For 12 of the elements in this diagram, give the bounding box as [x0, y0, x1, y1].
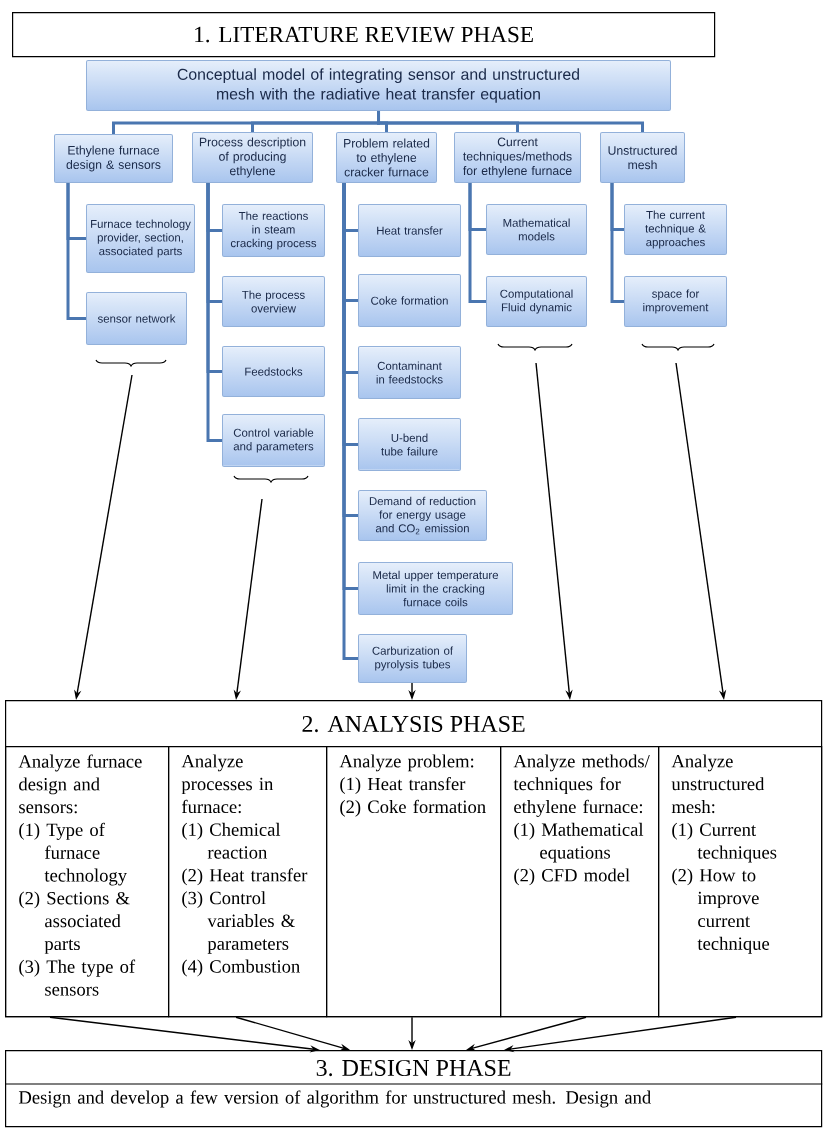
table-cell: Analyze processes in furnace: (1) Chemical reaction (2) Heat transfer (3) Control variables & parameters (4) Combustion [168, 746, 328, 1018]
connector-line [66, 183, 86, 320]
table-cell: Analyze problem: (1) Heat transfer (2) Coke formation [326, 746, 502, 1018]
phase-panel: 3. DESIGN PHASE Design and develop a few version of algorithm for unstructured mesh. Design and [4, 1050, 823, 1128]
connector-line [377, 111, 644, 132]
connector-line [610, 183, 624, 303]
table-cell: Analyze unstructured mesh: (1) Current techniques (2) How to improve current technique [658, 746, 823, 1018]
table-cell: Analyze methods/ techniques for ethylene furnace: (1) Mathematical equations (2) CFD model [500, 746, 660, 1018]
table-cell: Analyze furnace design and sensors: (1) Type of furnace technology (2) Sections & associated parts (3) The type of sensors [5, 746, 170, 1018]
connector-line [468, 183, 486, 303]
phase-title-box: 1. LITERATURE REVIEW PHASE [12, 12, 716, 58]
connector-line [206, 183, 222, 442]
